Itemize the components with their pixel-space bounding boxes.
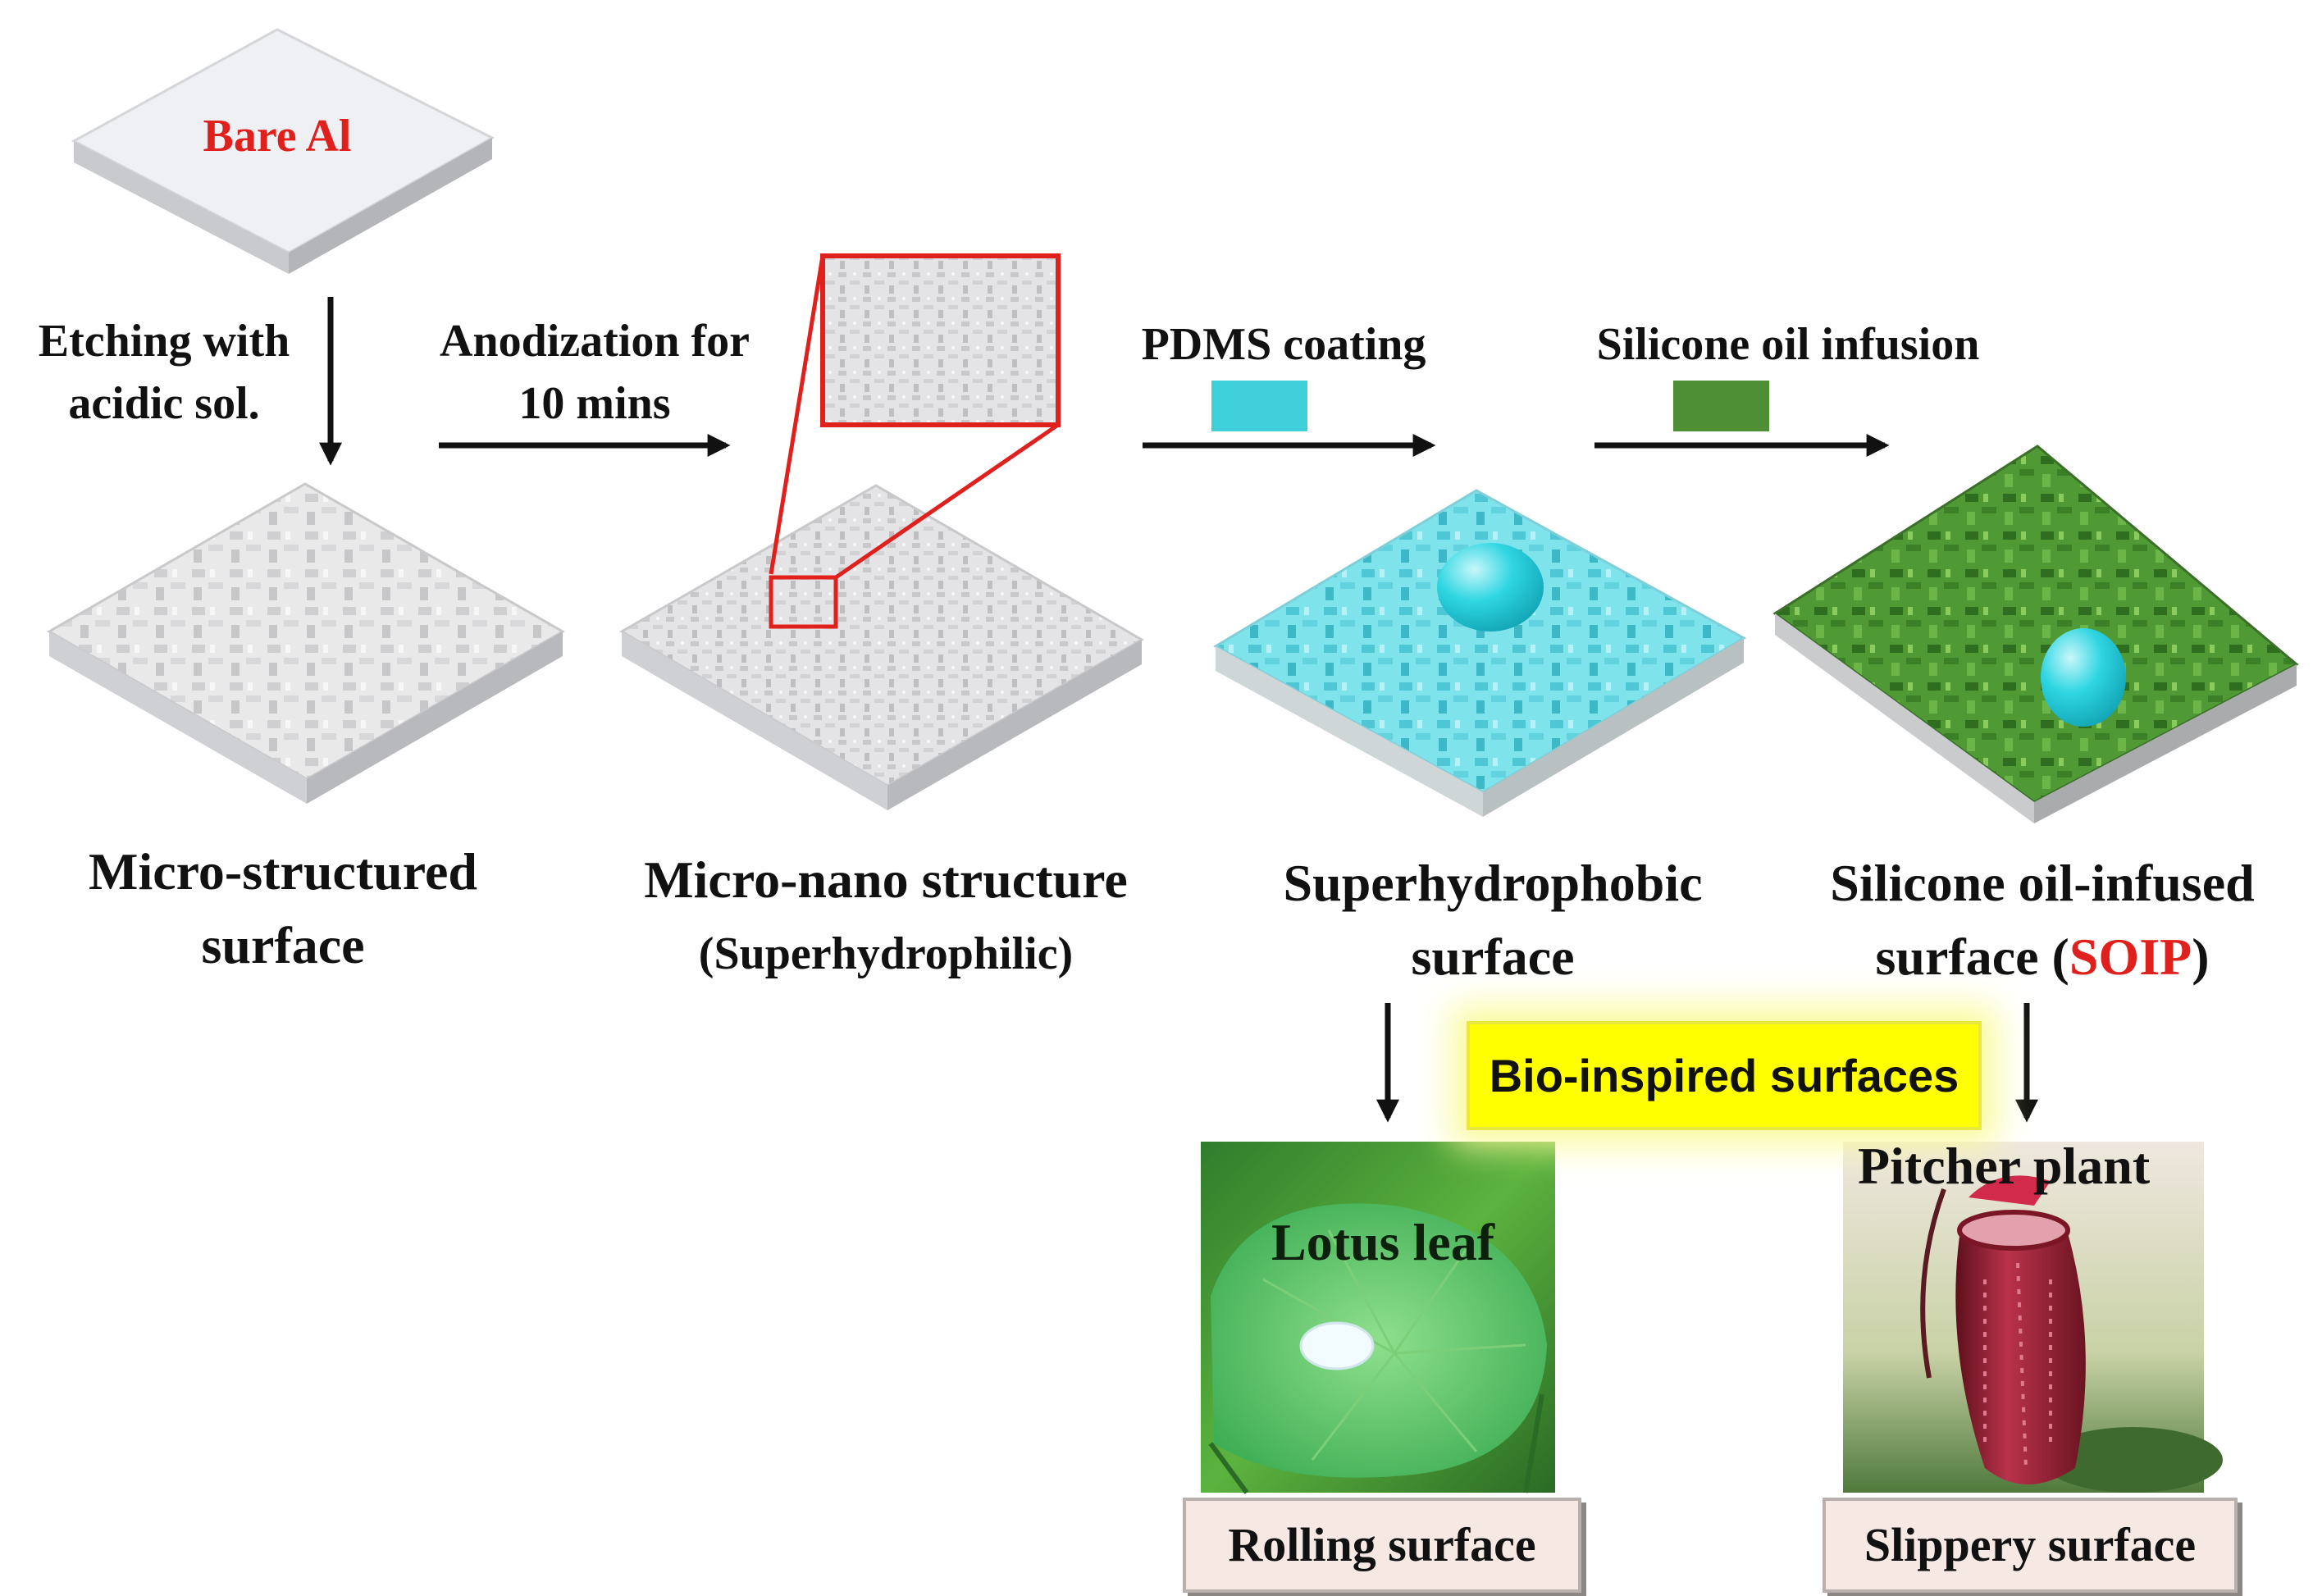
- soip-abbreviation: SOIP: [2069, 928, 2192, 986]
- anodization-step-label: Anodization for 10 mins: [410, 310, 779, 435]
- silicone-step-label: Silicone oil infusion: [1596, 319, 1980, 370]
- etching-step-label: Etching with acidic sol.: [8, 310, 320, 435]
- stage-caption-4-suffix: ): [2192, 928, 2210, 986]
- slippery-surface-label: Slippery surface: [1823, 1498, 2238, 1593]
- pdms-step-label: PDMS coating: [1141, 319, 1426, 370]
- rolling-surface-label: Rolling surface: [1183, 1498, 1581, 1593]
- stage-caption-3-line-1: Superhydrophobic: [1283, 854, 1703, 912]
- stage-caption-superhydrophobic: Superhydrophobic surface: [1230, 846, 1755, 994]
- pitcher-plant-photo: [1843, 1142, 2223, 1493]
- stage-caption-2-line-2: (Superhydrophilic): [698, 928, 1074, 979]
- bio-inspired-banner: Bio-inspired surfaces: [1467, 1021, 1982, 1130]
- stage-caption-micro-nano: Micro-nano structure (Superhydrophilic): [591, 843, 1181, 991]
- pitcher-plant-title: Pitcher plant: [1858, 1137, 2151, 1195]
- stage-caption-2-line-1: Micro-nano structure: [644, 850, 1128, 909]
- silicone-swatch: [1673, 381, 1769, 431]
- lotus-leaf-photo: [1201, 1142, 1555, 1494]
- oil-droplet: [2041, 628, 2126, 727]
- etching-line-1: Etching with: [38, 316, 290, 367]
- bare-al-label: Bare Al: [203, 111, 352, 162]
- micro-structured-plate: [46, 482, 566, 804]
- micro-nano-plate: [618, 484, 1145, 810]
- stage-caption-4-prefix: surface (: [1875, 928, 2069, 986]
- pdms-swatch: [1211, 381, 1307, 431]
- stage-caption-4-line-1: Silicone oil-infused: [1830, 854, 2255, 912]
- stage-caption-1-line-2: surface: [201, 916, 365, 974]
- stage-caption-micro-structured: Micro-structured surface: [33, 835, 533, 983]
- water-droplet: [1437, 543, 1544, 632]
- lotus-leaf-title: Lotus leaf: [1271, 1213, 1494, 1271]
- superhydrophobic-plate: [1212, 489, 1747, 817]
- bare-al-plate: [71, 28, 495, 274]
- etching-line-2: acidic sol.: [68, 378, 260, 429]
- stage-caption-4-line-2: surface (SOIP): [1780, 920, 2305, 994]
- stage-caption-1-line-1: Micro-structured: [89, 842, 477, 901]
- anodization-line-1: Anodization for: [440, 316, 750, 367]
- stage-caption-soip: Silicone oil-infused surface (SOIP): [1780, 846, 2305, 994]
- anodization-line-2: 10 mins: [518, 378, 671, 429]
- stage-caption-3-line-2: surface: [1411, 928, 1575, 986]
- soip-plate: [1772, 445, 2299, 823]
- zoom-inset: [769, 253, 1061, 629]
